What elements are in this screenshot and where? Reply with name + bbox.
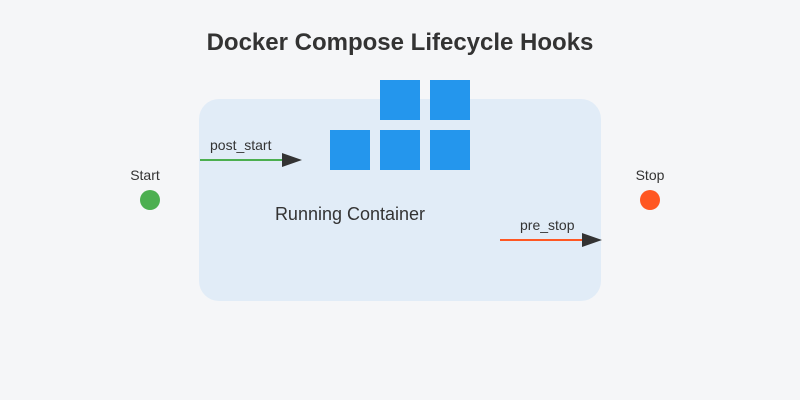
pre-stop-hook-label: pre_stop [520,217,575,233]
pre-stop-arrowhead [582,233,602,247]
running-container-box [199,99,601,301]
start-label: Start [130,167,160,183]
diagram-title: Docker Compose Lifecycle Hooks [207,29,594,56]
docker-block-bottom-left [330,130,370,170]
start-indicator-dot [140,190,160,210]
docker-block-bottom-middle [380,130,420,170]
stop-label: Stop [636,167,665,183]
post-start-arrowhead [282,153,302,167]
docker-block-top-right [430,80,470,120]
running-container-label: Running Container [275,204,425,224]
docker-block-top-left [380,80,420,120]
stop-indicator-dot [640,190,660,210]
docker-block-bottom-right [430,130,470,170]
docker-logo-blocks [330,80,470,170]
post-start-hook-label: post_start [210,137,272,153]
